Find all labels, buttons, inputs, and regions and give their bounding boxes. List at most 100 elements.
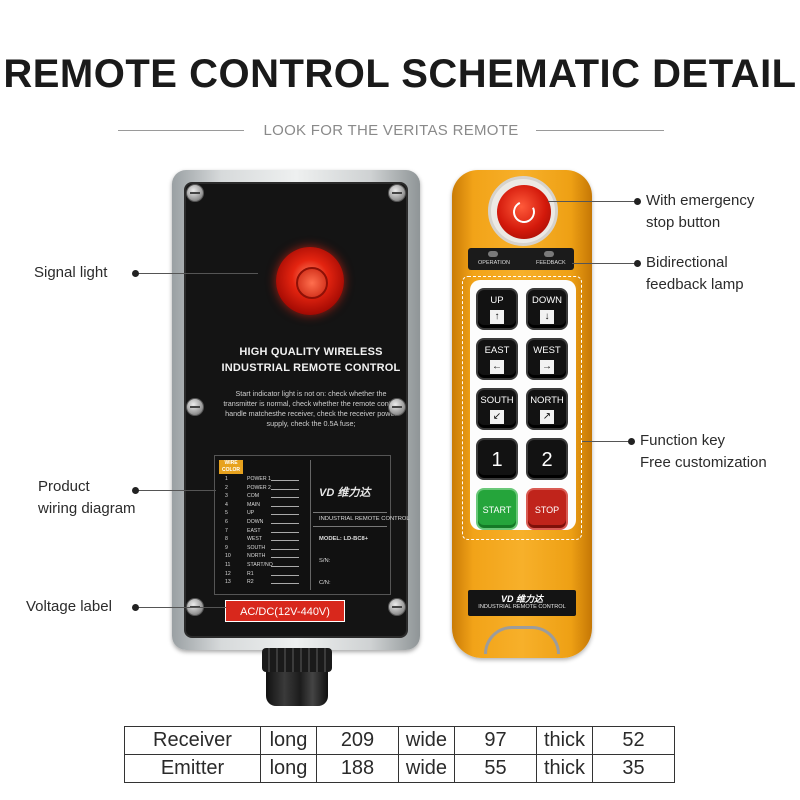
emergency-stop-ring — [488, 176, 558, 246]
wiring-row-number: 13 — [225, 579, 231, 586]
receiver-brand-sub: INDUSTRIAL REMOTE CONTROL — [319, 516, 410, 522]
key-label: 1 — [491, 449, 503, 471]
subtitle-divider-left — [118, 130, 244, 131]
operation-lamp — [488, 251, 498, 257]
subtitle-divider-right — [536, 130, 664, 131]
wiring-symbol — [271, 565, 299, 567]
dimension-cell-wide: 55 — [454, 754, 537, 783]
wiring-row-label: DOWN — [247, 518, 264, 525]
wiring-row: 10 NORTH — [221, 553, 311, 562]
dimension-cell-wide-label: wide — [398, 754, 455, 783]
wiring-row-label: SOUTH — [247, 544, 266, 551]
key-stop-button[interactable]: STOP — [526, 488, 568, 530]
key-north-button[interactable]: NORTH↗ — [526, 388, 568, 430]
wiring-symbol — [271, 540, 299, 542]
model-number: MODEL: LD-BC8+ — [319, 536, 369, 542]
key-2-button[interactable]: 2 — [526, 438, 568, 480]
subtitle: LOOK FOR THE VERITAS REMOTE — [263, 122, 519, 139]
callout-signal-light: Signal light — [34, 264, 108, 281]
wiring-symbol — [271, 574, 299, 576]
receiver-unit: HIGH QUALITY WIRELESS INDUSTRIAL REMOTE … — [172, 170, 420, 650]
wiring-row-number: 11 — [225, 561, 231, 568]
wiring-row-label: MAIN — [247, 501, 260, 508]
callout-dot — [628, 438, 635, 445]
key-start-button[interactable]: START — [476, 488, 518, 530]
emitter-unit: OPERATION FEEDBACK UP↑DOWN↓EAST←WEST→SOU… — [452, 170, 592, 658]
callout-wiring-line2: wiring diagram — [38, 500, 136, 517]
wiring-symbol — [271, 557, 299, 559]
callout-line — [136, 607, 226, 608]
wiring-row-number: 12 — [225, 570, 231, 577]
key-label: STOP — [534, 505, 560, 515]
dimension-cell-thick-label: thick — [536, 726, 593, 755]
wiring-row-number: 10 — [225, 553, 231, 560]
key-up-button[interactable]: UP↑ — [476, 288, 518, 330]
arrow-icon: ← — [490, 360, 504, 374]
wiring-row: 9 SOUTH — [221, 545, 311, 554]
wiring-row-number: 6 — [225, 518, 228, 525]
emitter-nameplate: VD 维力达 INDUSTRIAL REMOTE CONTROL — [468, 590, 576, 616]
dimension-cell-long-label: long — [260, 754, 317, 783]
receiver-heading-line2: INDUSTRIAL REMOTE CONTROL — [221, 362, 401, 374]
key-label: SOUTH — [480, 395, 514, 406]
key-down-button[interactable]: DOWN ↓ — [526, 288, 568, 330]
signal-light — [276, 247, 344, 315]
wiring-row-label: START/NO — [247, 561, 273, 568]
arrow-icon: → — [540, 360, 554, 374]
feedback-lamp — [544, 251, 554, 257]
callout-function-line2: Free customization — [640, 454, 767, 471]
callout-feedback-line1: Bidirectional — [646, 254, 728, 271]
wiring-separator — [313, 526, 387, 527]
wiring-symbol — [271, 583, 299, 585]
cn-label: C/N: — [319, 580, 331, 586]
wiring-row-label: R1 — [247, 570, 254, 577]
wiring-row-number: 8 — [225, 536, 228, 543]
wiring-row-label: R2 — [247, 579, 254, 586]
receiver-heading-line1: HIGH QUALITY WIRELESS — [239, 346, 383, 358]
receiver-instructions: Start indicator light is not on: check w… — [223, 389, 399, 428]
arrow-icon: ↑ — [490, 310, 504, 324]
arrow-icon: ↙ — [490, 410, 504, 424]
wiring-separator — [313, 512, 387, 513]
emitter-brand-logo: VD 维力达 — [500, 594, 543, 604]
serial-number-label: S/N: — [319, 558, 331, 564]
key-south-button[interactable]: SOUTH ↙ — [476, 388, 518, 430]
wiring-row-number: 1 — [225, 476, 228, 482]
emergency-stop-button[interactable] — [497, 185, 551, 239]
voltage-label: AC/DC(12V-440V) — [225, 600, 345, 622]
arrow-icon: ↓ — [540, 310, 554, 324]
key-label: DOWN — [531, 295, 563, 306]
wiring-symbol — [271, 488, 299, 490]
wiring-row: 11 START/NO — [221, 562, 311, 571]
arrow-icon: ↗ — [540, 410, 554, 424]
callout-line — [136, 273, 258, 274]
key-1-button[interactable]: 1 — [476, 438, 518, 480]
key-east-button[interactable]: EAST← — [476, 338, 518, 380]
callout-dot — [634, 198, 641, 205]
wiring-row-number: 9 — [225, 544, 228, 551]
wiring-row-number: 7 — [225, 527, 228, 534]
callout-emergency: With emergency stop button — [646, 190, 754, 234]
function-key-highlight — [462, 276, 582, 540]
rotate-arrow-icon — [509, 197, 539, 227]
key-west-button[interactable]: WEST→ — [526, 338, 568, 380]
wiring-symbol — [271, 505, 299, 507]
wiring-symbol — [271, 531, 299, 533]
receiver-heading: HIGH QUALITY WIRELESS INDUSTRIAL REMOTE … — [206, 344, 416, 376]
callout-function-line1: Function key — [640, 432, 726, 449]
wiring-symbol — [271, 522, 299, 524]
page-title: REMOTE CONTROL SCHEMATIC DETAIL — [3, 52, 797, 96]
callout-line — [582, 441, 632, 442]
wiring-symbol — [271, 514, 299, 516]
key-label: 2 — [541, 449, 553, 471]
wiring-row-label: NORTH — [247, 553, 266, 560]
